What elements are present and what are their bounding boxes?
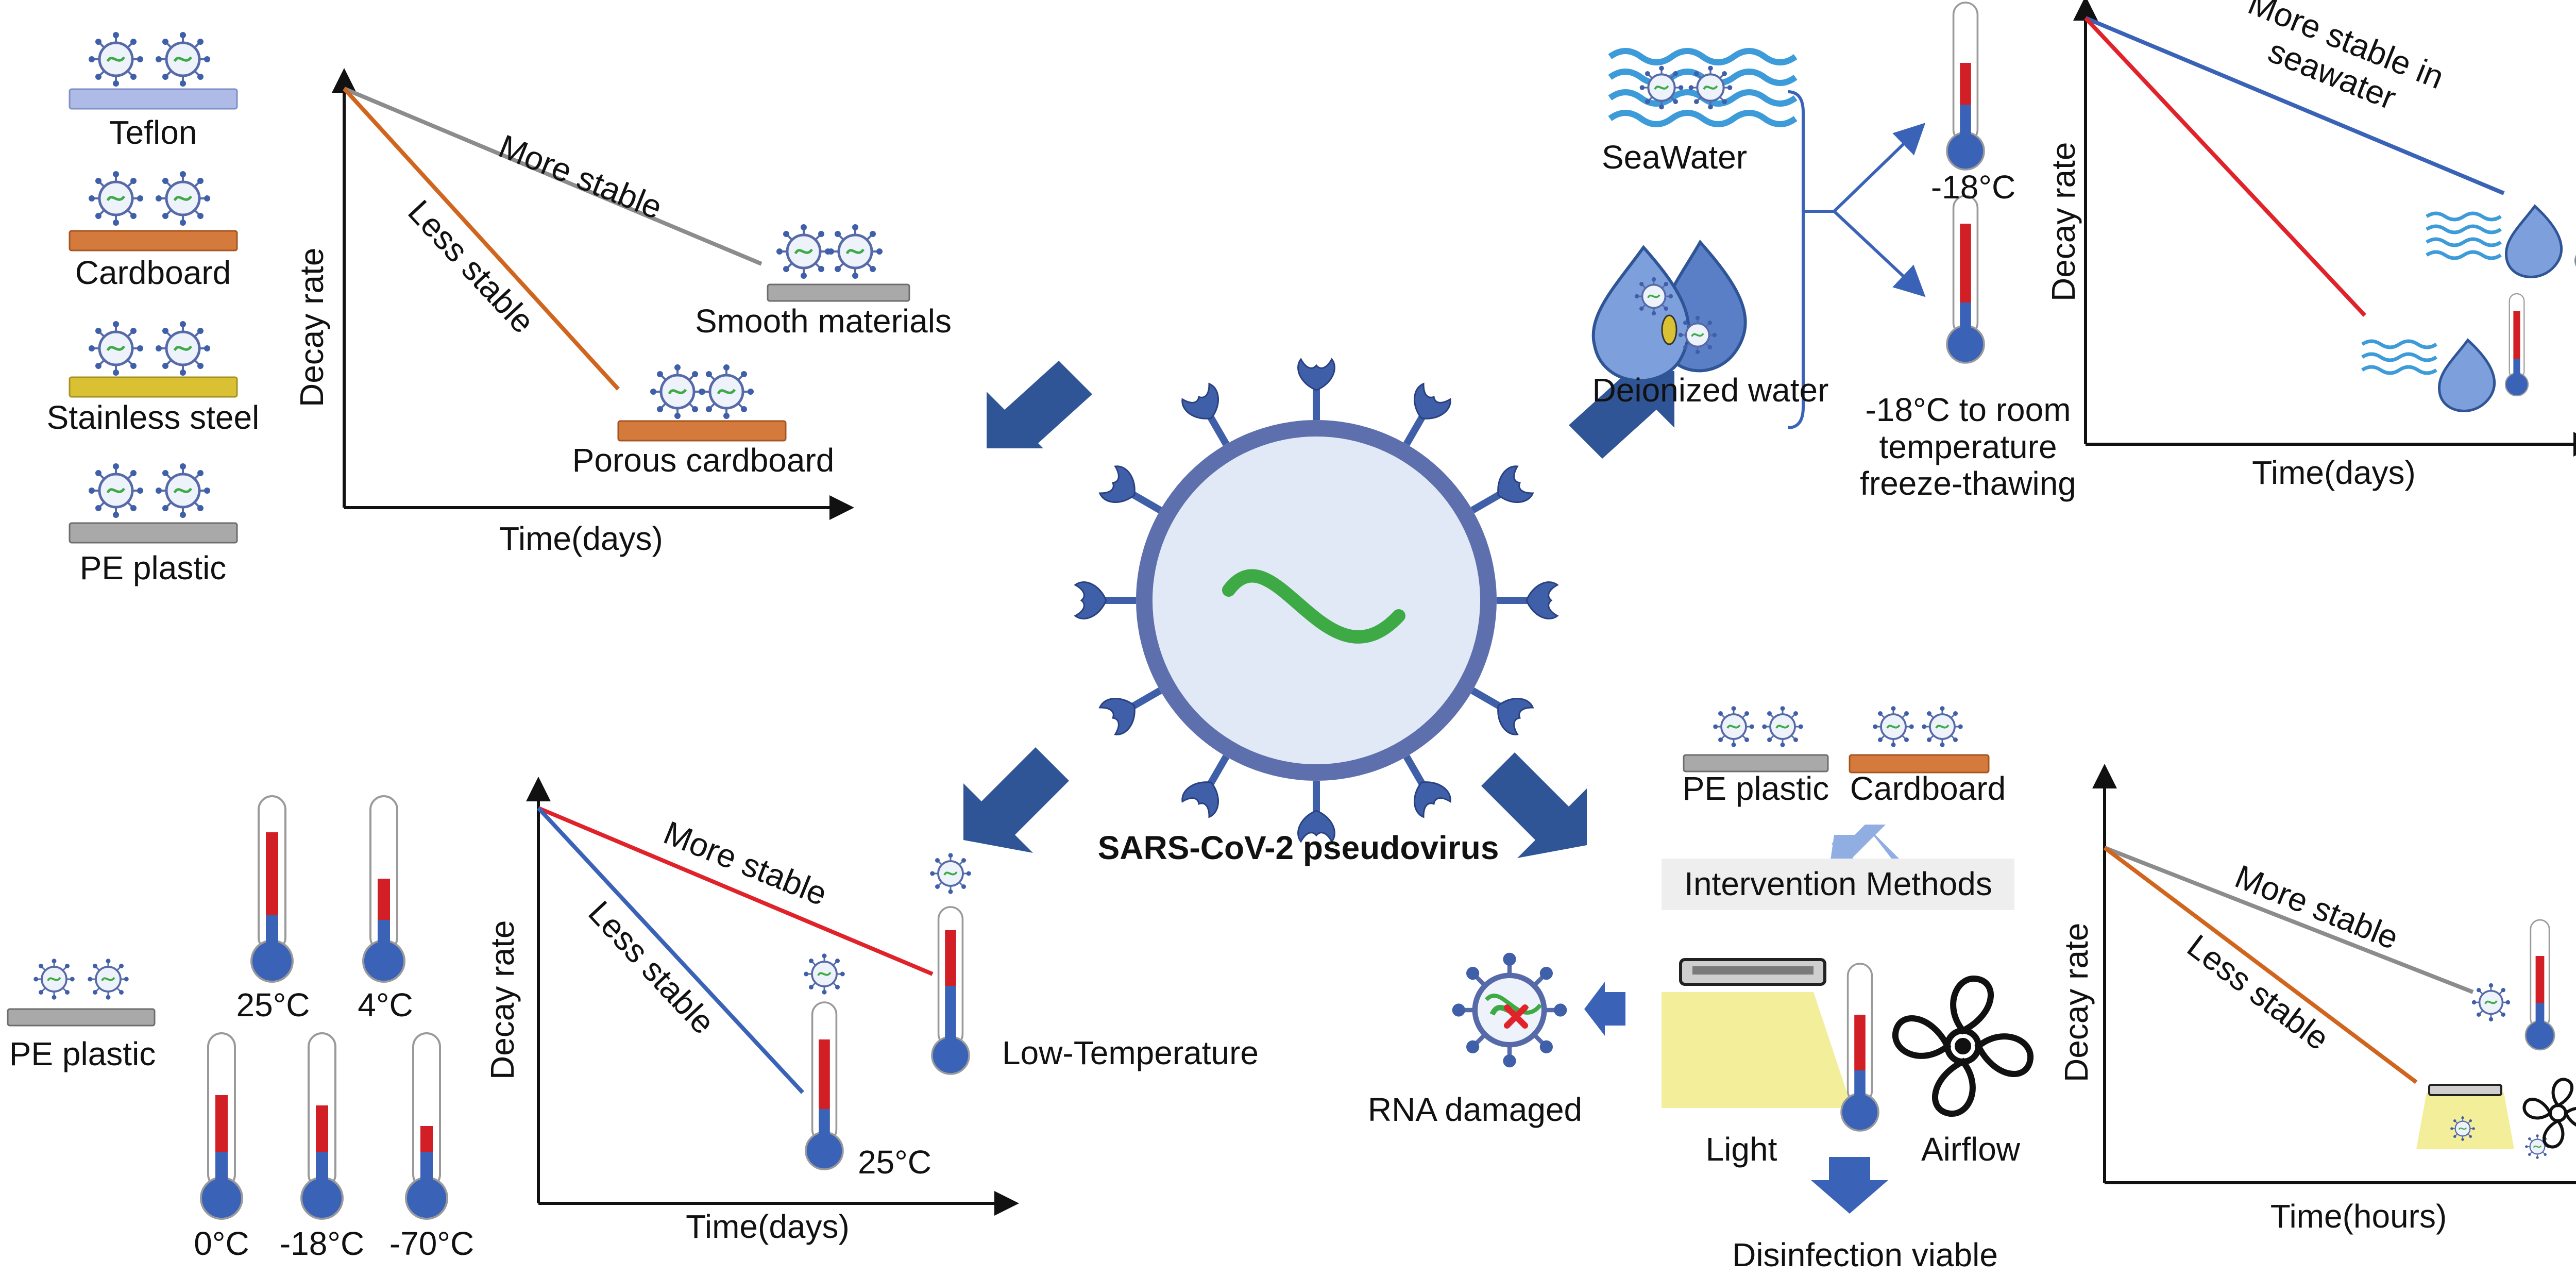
water-thermometers [1946,2,1985,364]
x-axis-label: Time(days) [499,520,663,557]
arrow-bottom-left [963,747,1069,853]
airflow-label: Airflow [1921,1131,2021,1168]
surface-label-plastic: PE plastic [1682,770,1829,807]
arrow-down-result [1811,1157,1888,1214]
seawater-line [2084,16,2505,195]
plastic-surface [69,522,238,544]
y-axis-label: Decay rate [2058,922,2095,1082]
thermo-minus18c [300,1032,344,1220]
water-chart [2073,0,2576,457]
light-label: Light [1705,1131,1777,1168]
temp-label-minus70c: -70°C [389,1225,474,1262]
surface-label-cardboard: Cardboard [75,254,231,291]
arrow-to-rna [1584,982,1625,1036]
arrow-top-right [1569,371,1674,459]
airflow-icon [1892,975,2034,1117]
y-axis-label: Decay rate [2045,142,2082,301]
teflon-surface [69,88,238,110]
rna-damaged-virus [1452,953,1567,1068]
light-icon [1662,958,1879,1132]
steel-surface [69,376,238,398]
temperature-chart [526,777,1019,1216]
intervention-chart [2092,764,2576,1184]
deionized-water-icon [1591,239,1747,382]
deionized-line [2084,16,2366,317]
temp-frozen-label: -18°C [1930,169,2016,206]
y-axis-label: Decay rate [484,920,521,1080]
thermo-4c [362,795,405,983]
intervention-surfaces [1683,705,1990,774]
thermo-minus70c [405,1032,448,1220]
less-stable-line [2103,846,2418,1084]
water-branch [1787,90,1926,429]
seawater-label: SeaWater [1601,139,1748,176]
thermo-25c [250,795,294,983]
center-arrows [963,361,1674,858]
temp-freeze-thaw-label: -18°C to room temperature freeze-thawing [1860,391,2076,502]
more-stable-line [343,87,762,266]
deionized-water-label: Deionized water [1592,372,1829,409]
surface-label-plastic: PE plastic [9,1035,156,1072]
damage-x-icon [1504,1004,1528,1029]
less-stable-line [343,87,620,391]
materials-surfaces [69,32,238,544]
rna-strand [1222,569,1405,644]
thermo-0c [200,1032,243,1220]
low-temperature-label: Low-Temperature [1002,1034,1259,1071]
temperature-thermometers [200,795,448,1220]
x-axis-label: Time(hours) [2270,1198,2447,1235]
water-icons [1591,48,1798,382]
methods-label-bg [1662,859,2014,910]
surface-label-cardboard: Cardboard [1850,770,2006,807]
temp-label-4c: 4°C [358,986,413,1023]
arrow-bottom-right [1481,752,1587,858]
cardboard-surface [69,230,238,251]
porous-cardboard-label: Porous cardboard [572,442,835,479]
arrow-top-left [987,361,1092,448]
surface-label-teflon: Teflon [109,114,197,151]
intervention-methods-label: Intervention Methods [1684,865,1992,902]
center-title: SARS-CoV-2 pseudovirus [1097,829,1499,866]
smooth-materials-label: Smooth materials [695,303,952,340]
more-stable-line [2104,846,2474,994]
x-axis-label: Time(days) [686,1208,850,1245]
surface-label-steel: Stainless steel [46,399,260,436]
materials-chart [332,68,910,520]
temp-label-minus18c: -18°C [279,1225,365,1262]
temp-label-0c: 0°C [194,1225,249,1262]
disinfection-viable-label: Disinfection viable [1732,1236,1998,1273]
surface-label-plastic: PE plastic [79,549,227,586]
more-stable-line [537,806,934,976]
room-temperature-label: 25°C [858,1144,931,1181]
central-virus [1074,358,1558,843]
less-stable-line [537,807,804,1094]
x-axis-label: Time(days) [2252,454,2416,491]
y-axis-label: Decay rate [293,247,330,407]
temperature-surface [7,958,156,1027]
rna-damaged-label: RNA damaged [1367,1091,1583,1128]
temp-label-25c: 25°C [236,986,310,1023]
